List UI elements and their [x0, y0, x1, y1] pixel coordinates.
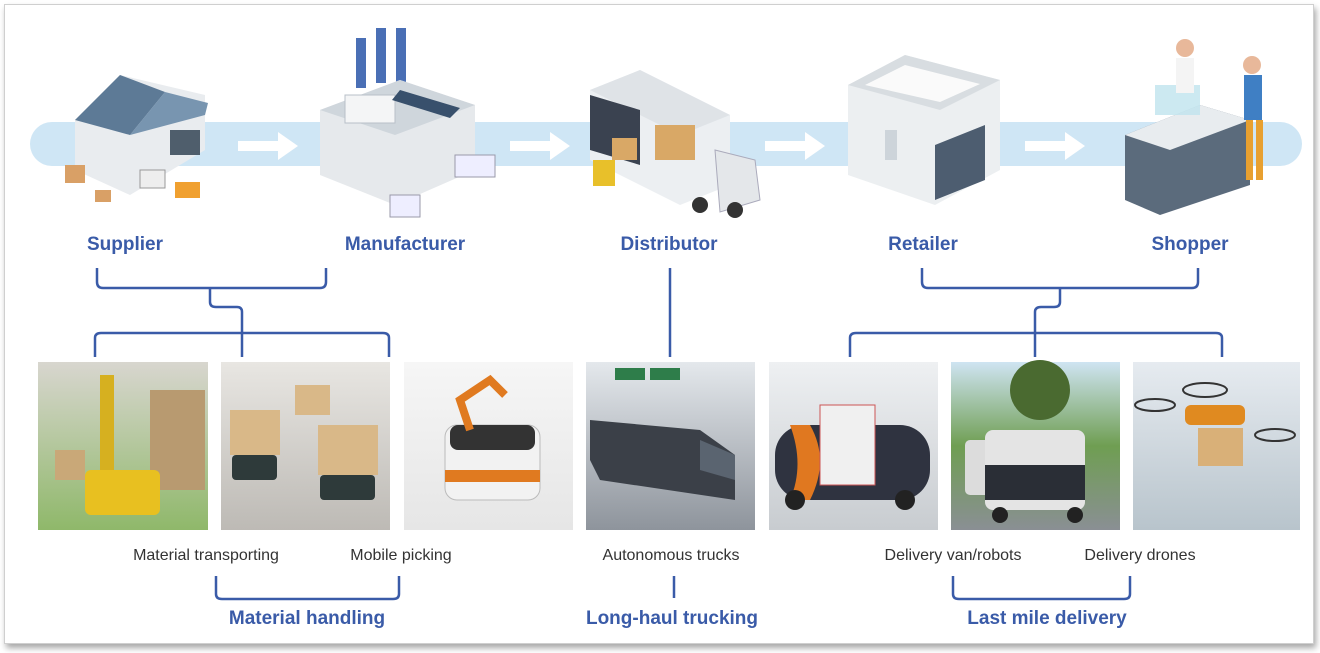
warehouse-icon	[65, 75, 208, 202]
autonomous-truck-photo	[586, 362, 755, 530]
factory-icon	[320, 28, 496, 218]
caption-mobile-picking: Mobile picking	[350, 547, 451, 564]
stage-label-manufacturer: Manufacturer	[345, 234, 466, 255]
group-label-long-haul-trucking: Long-haul trucking	[586, 608, 758, 629]
arrow-right-icon	[765, 132, 825, 160]
stage-label-shopper: Shopper	[1151, 234, 1229, 255]
truck-icon	[590, 70, 761, 218]
mobile-robots-photo	[221, 362, 390, 530]
store-icon	[848, 55, 1000, 205]
group-label-material-handling: Material handling	[229, 608, 385, 629]
arrow-right-icon	[238, 132, 298, 160]
caption-autonomous-trucks: Autonomous trucks	[603, 547, 740, 564]
delivery-drone-photo	[1133, 362, 1300, 530]
caption-delivery-drones: Delivery drones	[1084, 547, 1195, 564]
flow-arrows	[238, 132, 1085, 160]
arrow-right-icon	[1025, 132, 1085, 160]
caption-material-transporting: Material transporting	[133, 547, 279, 564]
connector-lines	[93, 268, 1224, 357]
delivery-robots-photo	[951, 360, 1120, 530]
stage-label-distributor: Distributor	[620, 234, 718, 255]
stage-label-supplier: Supplier	[87, 234, 164, 255]
forklift-robot-photo	[38, 362, 208, 530]
caption-delivery-van-robots: Delivery van/robots	[885, 547, 1022, 564]
stage-label-retailer: Retailer	[888, 234, 958, 255]
group-brackets	[214, 576, 1132, 601]
group-label-last-mile-delivery: Last mile delivery	[967, 608, 1127, 629]
delivery-van-photo	[769, 362, 938, 530]
arrow-right-icon	[510, 132, 570, 160]
robot-arm-photo	[404, 362, 573, 530]
checkout-counter-icon	[1125, 39, 1263, 215]
